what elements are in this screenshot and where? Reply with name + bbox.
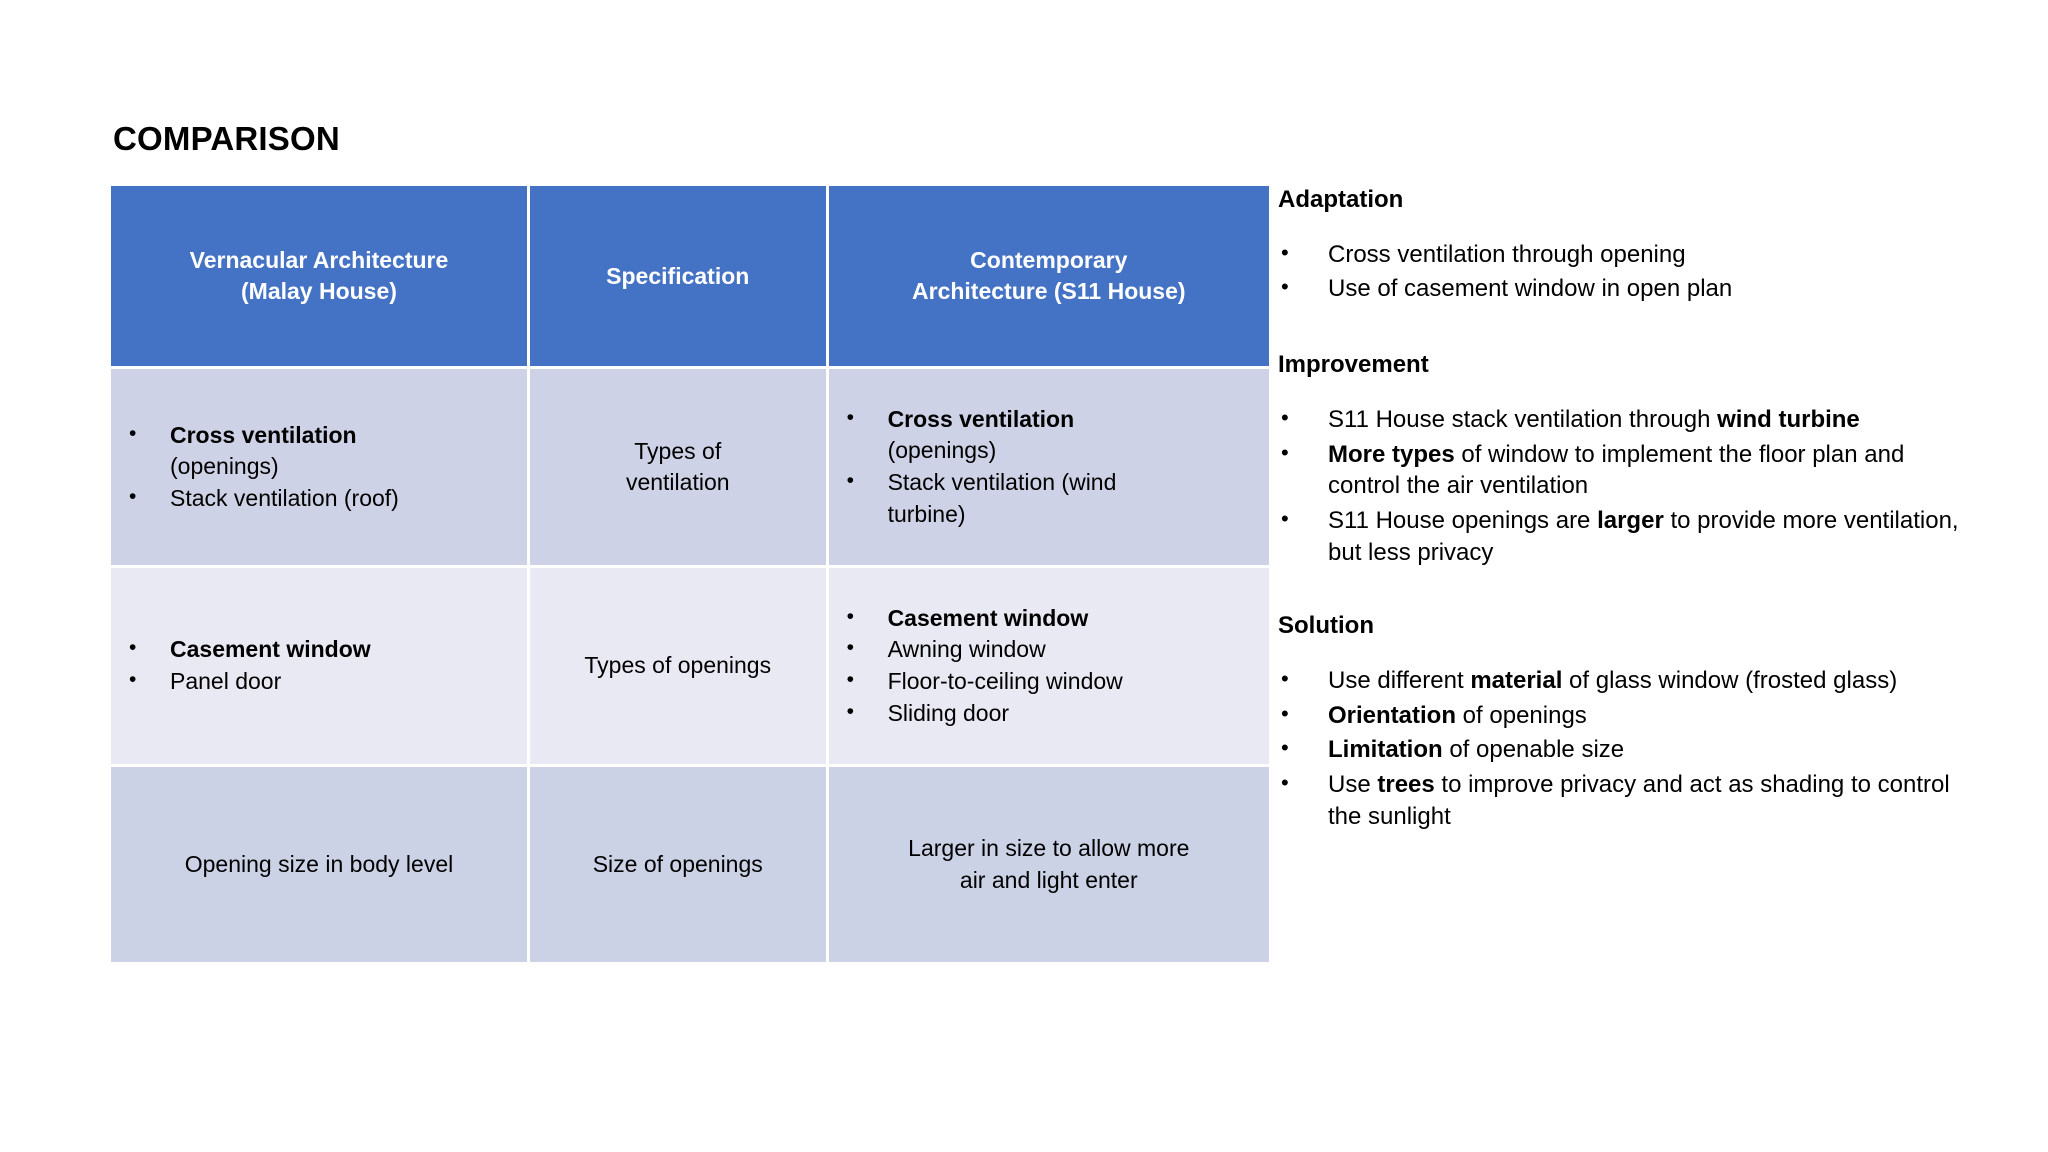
table-cell-contemporary: Casement windowAwning windowFloor-to-cei… [828, 568, 1269, 767]
list-item: Cross ventilation [127, 419, 513, 451]
emphasis-text: Casement window [887, 604, 1089, 631]
table-body: Cross ventilation(openings)Stack ventila… [111, 369, 1269, 962]
cell-text-line: Opening size in body level [184, 850, 454, 877]
list-item: (openings) [887, 437, 997, 464]
cell-text-line: Size of openings [592, 850, 763, 877]
list-item: Panel door [127, 665, 513, 697]
note-bullet-list: Cross ventilation through openingUse of … [1278, 237, 1978, 305]
cell-text: Opening size in body level [111, 839, 527, 890]
note-bullet-list: Use different material of glass window (… [1278, 663, 1978, 832]
list-item: Orientation of openings [1278, 698, 1978, 732]
list-item: Casement window [127, 633, 513, 665]
cell-bullet-list: Casement windowPanel door [111, 628, 527, 703]
list-item: Use of casement window in open plan [1278, 271, 1978, 305]
emphasis-text: material [1470, 667, 1563, 695]
column-header-line1: Contemporary [970, 247, 1128, 274]
table-cell-vernacular: Opening size in body level [111, 767, 530, 962]
table-cell-specification: Size of openings [529, 767, 829, 962]
list-item: Limitation of openable size [1278, 732, 1978, 766]
note-section-heading: Adaptation [1278, 186, 1404, 213]
emphasis-text: Casement window [170, 636, 371, 663]
cell-text: Size of openings [530, 839, 826, 890]
table-row: Cross ventilation(openings)Stack ventila… [111, 369, 1269, 568]
cell-text: Types of openings [530, 640, 826, 691]
list-item: More types of window to implement the fl… [1278, 437, 1978, 502]
emphasis-text: larger [1597, 506, 1664, 534]
notes-panel: AdaptationCross ventilation through open… [1278, 186, 1978, 850]
cell-bullet-list: Cross ventilation (openings)Stack ventila… [111, 414, 527, 521]
note-section: AdaptationCross ventilation through open… [1278, 186, 1978, 305]
list-item: Casement window [845, 602, 1255, 634]
page-title: COMPARISON [113, 120, 340, 157]
list-item: Sliding door [845, 697, 1255, 729]
list-item: S11 House stack ventilation through wind… [1278, 402, 1978, 436]
table-row: Opening size in body level Size of openin… [111, 767, 1269, 962]
column-header-line2: Architecture (S11 House) [912, 278, 1186, 304]
cell-bullet-list: Casement windowAwning windowFloor-to-cei… [829, 597, 1269, 735]
note-section: SolutionUse different material of glass … [1278, 612, 1978, 832]
comparison-table: Vernacular Architecture (Malay House) Sp… [111, 186, 1269, 962]
list-item: Cross ventilation [845, 403, 1255, 435]
table-header-row: Vernacular Architecture (Malay House) Sp… [111, 186, 1269, 369]
emphasis-text: More types [1328, 440, 1455, 468]
emphasis-text: trees [1377, 771, 1435, 799]
emphasis-text: Cross ventilation [170, 421, 357, 448]
column-header-vernacular: Vernacular Architecture (Malay House) [111, 186, 530, 369]
list-item: Stack ventilation (wind [845, 466, 1255, 498]
cell-text: Larger in size to allow more air and ligh… [829, 823, 1269, 905]
cell-bullet-list: Cross ventilation (openings)Stack ventila… [829, 398, 1269, 536]
note-section-heading: Improvement [1278, 351, 1429, 379]
cell-text-line: ventilation [625, 469, 730, 495]
emphasis-text: Orientation [1328, 701, 1457, 729]
table-cell-specification: Types of openings [529, 568, 829, 767]
list-item: Awning window [845, 633, 1255, 665]
list-item: Stack ventilation (roof) [127, 482, 513, 514]
column-header-specification: Specification [529, 186, 829, 369]
cell-text-line: Types of [634, 437, 722, 464]
column-header-line1: Vernacular Architecture [189, 247, 449, 274]
table-cell-vernacular: Casement windowPanel door [111, 568, 530, 767]
column-header-line1: Specification [606, 262, 750, 289]
cell-text: Types of ventilation [530, 426, 826, 508]
column-header-line2: (Malay House) [241, 278, 397, 304]
list-item: S11 House openings are larger to provide… [1278, 503, 1978, 568]
cell-text-line: air and light enter [959, 866, 1138, 893]
table-cell-contemporary: Cross ventilation (openings)Stack ventila… [828, 369, 1269, 568]
column-header-contemporary: Contemporary Architecture (S11 House) [828, 186, 1269, 369]
list-item: Floor-to-ceiling window [845, 665, 1255, 697]
list-item: Cross ventilation through opening [1278, 237, 1978, 271]
note-section: ImprovementS11 House stack ventilation t… [1278, 351, 1978, 568]
cell-text-line: Types of openings [584, 652, 772, 679]
table-cell-contemporary: Larger in size to allow more air and ligh… [828, 767, 1269, 962]
table-cell-specification: Types of ventilation [529, 369, 829, 568]
emphasis-text: wind turbine [1717, 405, 1860, 433]
list-item: Use different material of glass window (… [1278, 663, 1978, 697]
note-bullet-list: S11 House stack ventilation through wind… [1278, 402, 1978, 568]
emphasis-text: Cross ventilation [887, 405, 1075, 432]
emphasis-text: Limitation [1328, 736, 1443, 764]
list-item: turbine) [887, 500, 966, 527]
cell-text-line: Larger in size to allow more [908, 835, 1190, 862]
note-section-heading: Solution [1278, 612, 1374, 640]
table-cell-vernacular: Cross ventilation (openings)Stack ventila… [111, 369, 530, 568]
list-item: (openings) [170, 453, 279, 480]
list-item: Use trees to improve privacy and act as … [1278, 767, 1978, 832]
